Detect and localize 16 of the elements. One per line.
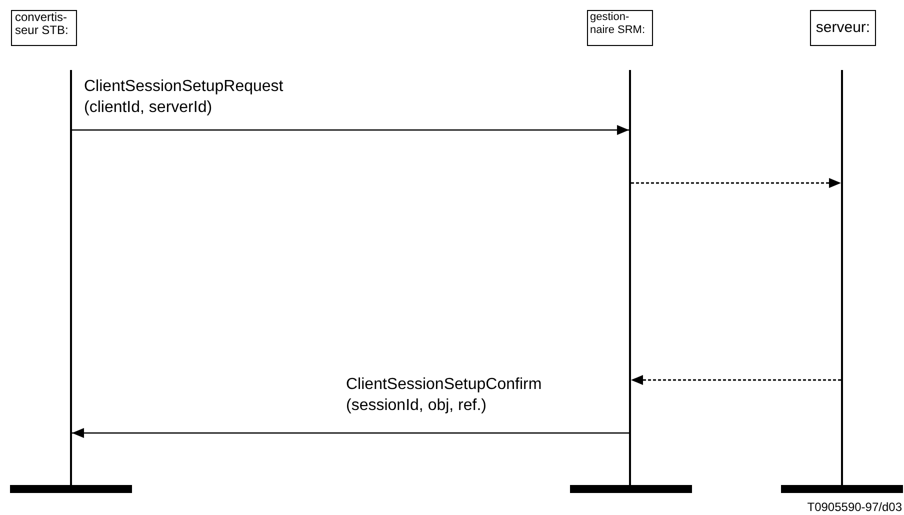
message-arrow	[631, 375, 841, 385]
figure-reference: T0905590-97/d03	[807, 499, 902, 515]
lifeline-end-bar	[570, 485, 692, 493]
edge-label: ClientSessionSetupRequest (clientId, serverId)	[84, 77, 284, 118]
participant-box: gestion- naire SRM:	[587, 10, 653, 46]
message-arrow	[72, 125, 629, 135]
edge-label: ClientSessionSetupConfirm (sessionId, obj, ref.)	[346, 375, 543, 416]
lifeline	[70, 70, 72, 485]
participant-box: serveur:	[810, 10, 876, 46]
lifeline	[629, 70, 631, 485]
lifeline-end-bar	[10, 485, 132, 493]
lifeline-end-bar	[781, 485, 903, 493]
message-arrow	[631, 178, 841, 188]
participant-box: convertis- seur STB:	[11, 10, 77, 46]
lifeline	[841, 70, 843, 485]
message-arrow	[72, 428, 629, 438]
